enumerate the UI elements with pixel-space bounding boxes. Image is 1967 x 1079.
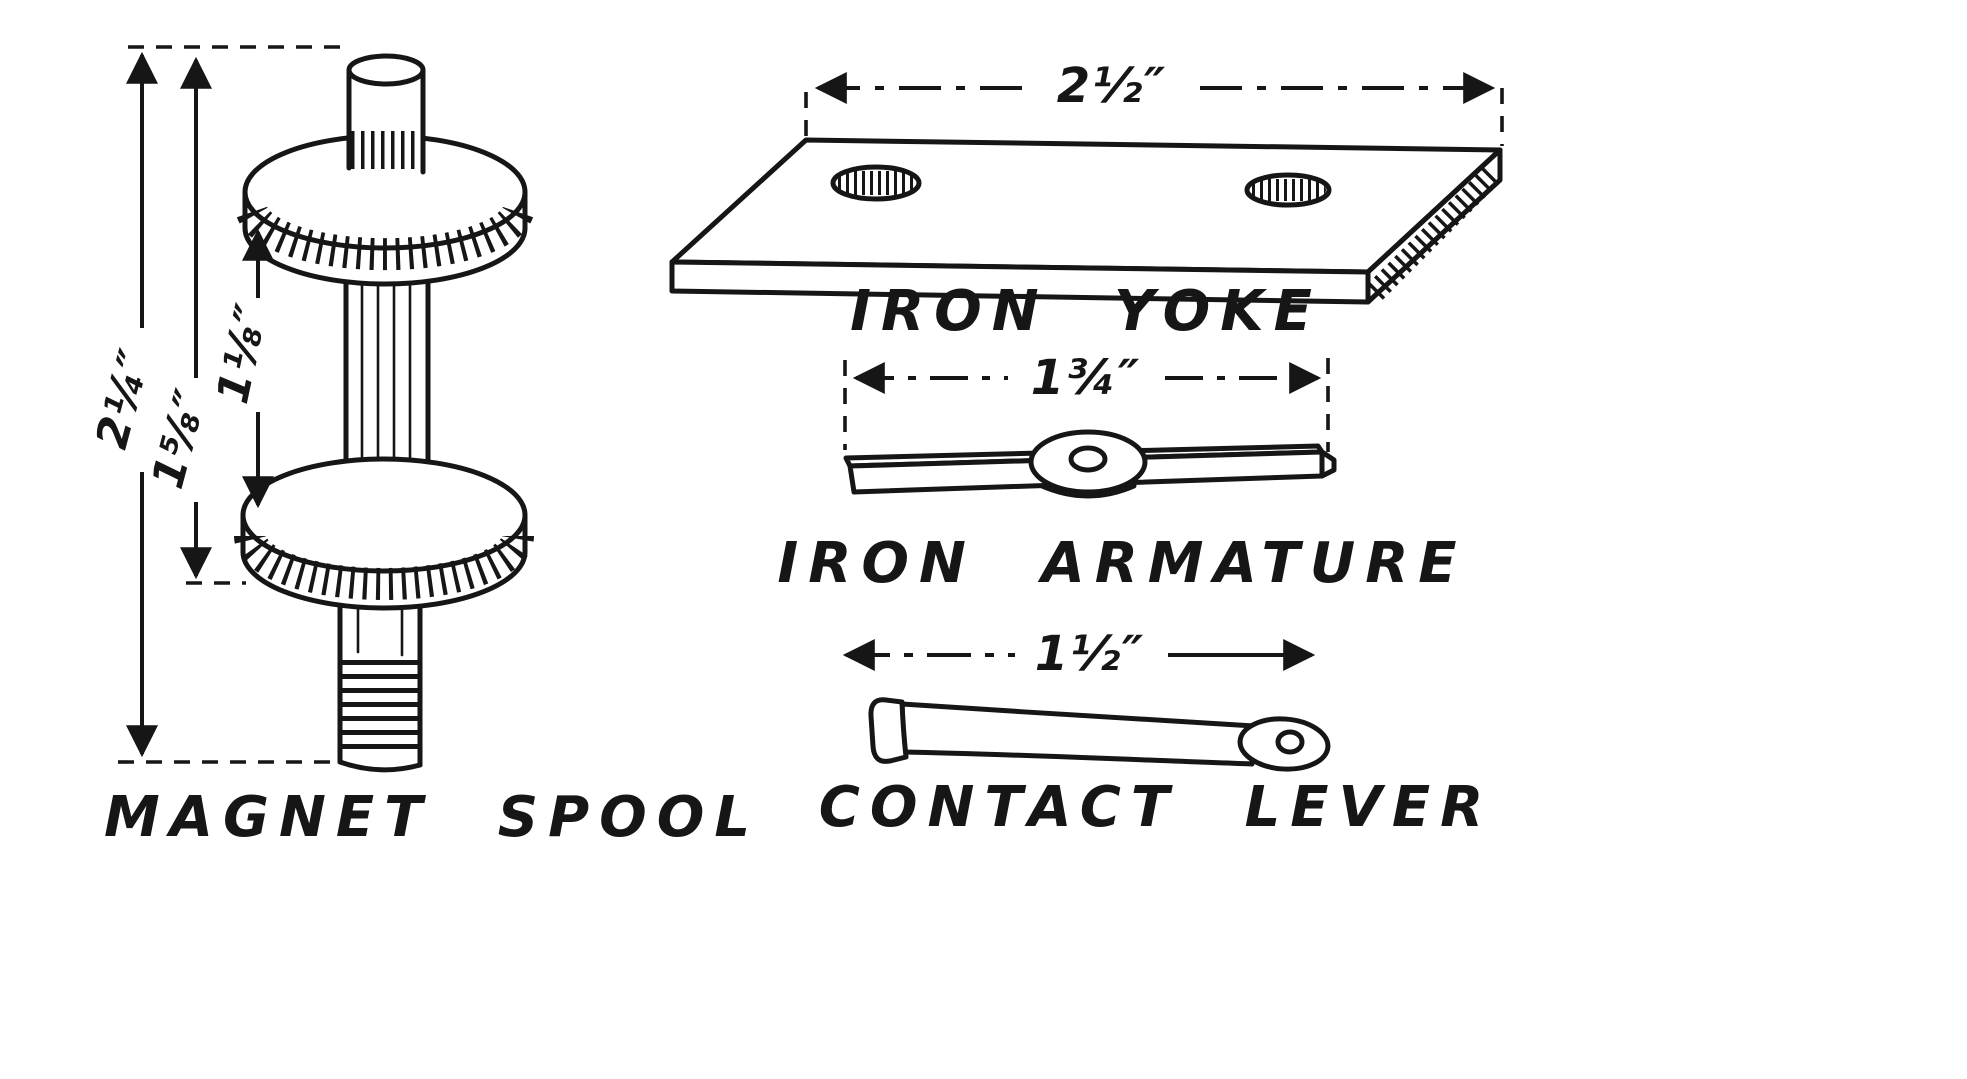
iron-armature-drawing: 1¾″ IRON ARMATURE bbox=[777, 350, 1466, 596]
armature-length-dimension: 1¾″ bbox=[1031, 350, 1142, 406]
yoke-length-dimension: 2½″ bbox=[1057, 58, 1168, 114]
iron-yoke-drawing: 2½″ IRON YOKE bbox=[669, 58, 1504, 344]
iron-armature-label: IRON ARMATURE bbox=[777, 531, 1466, 596]
yoke-dimension: 2½″ bbox=[804, 58, 1504, 146]
yoke-hole-right bbox=[1244, 172, 1332, 208]
yoke-top-face bbox=[669, 137, 1503, 275]
spool-overall-dimension: 2¼″ bbox=[86, 342, 162, 454]
magnet-spool-drawing: 2¼″ 1⅝″ 1⅛″ MAGNET SPOOL bbox=[86, 45, 760, 850]
contact-lever-label: CONTACT LEVER bbox=[819, 775, 1493, 840]
spool-core-dimension: 1⅛″ bbox=[207, 298, 278, 408]
lever-body bbox=[868, 697, 1331, 772]
iron-yoke-label: IRON YOKE bbox=[850, 279, 1322, 344]
spool-dimension-lines: 2¼″ 1⅝″ 1⅛″ bbox=[86, 45, 352, 764]
lever-dimension: 1½″ bbox=[842, 626, 1316, 682]
spool-bottom-flange bbox=[234, 456, 534, 611]
spool-top-stub bbox=[346, 53, 426, 175]
contact-lever-drawing: 1½″ CONTACT LEVER bbox=[819, 626, 1493, 840]
armature-dimension: 1¾″ bbox=[843, 350, 1330, 452]
spool-height-dimension: 1⅝″ bbox=[142, 382, 218, 494]
armature-bar bbox=[843, 429, 1337, 499]
yoke-hole-left bbox=[830, 164, 922, 202]
lever-length-dimension: 1½″ bbox=[1035, 626, 1146, 682]
magnet-spool-label: MAGNET SPOOL bbox=[104, 785, 760, 850]
